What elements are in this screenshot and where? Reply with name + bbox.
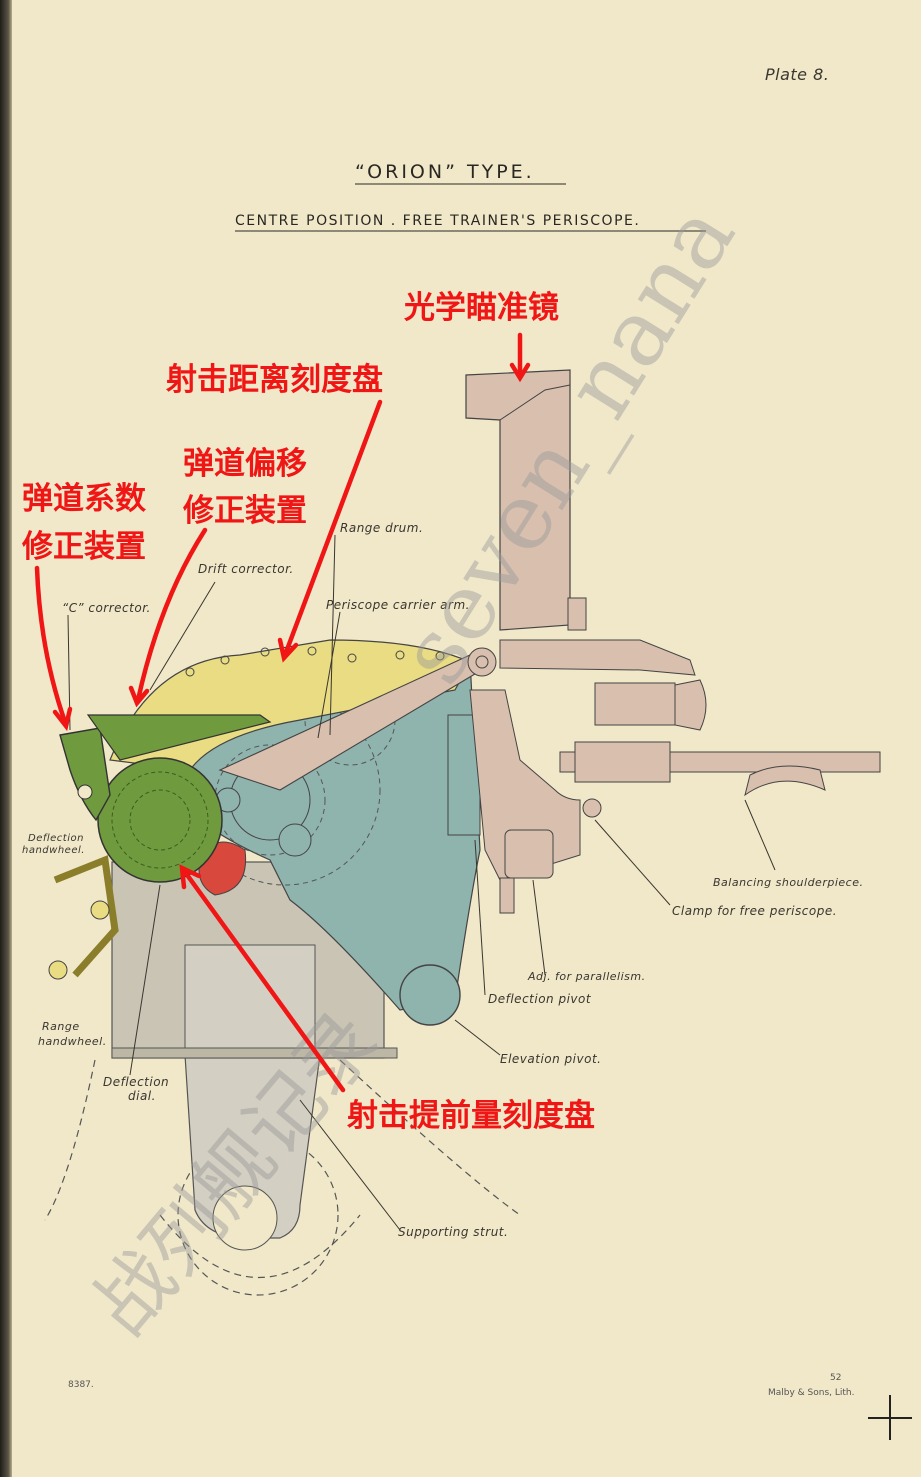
free-periscope-clamp <box>574 741 671 783</box>
label-supporting-strut: Supporting strut. <box>398 1225 508 1239</box>
footer-sheet-number: 52 <box>830 1373 841 1383</box>
annotation-lead-dial: 射击提前量刻度盘 <box>346 1098 595 1134</box>
eyepiece-cup <box>674 679 707 731</box>
deflection-bracket <box>469 689 581 881</box>
label-deflection-dial-1: Deflection <box>103 1075 169 1089</box>
drift-corrector-lever <box>86 714 272 761</box>
handwheel-spokes <box>53 855 119 978</box>
annotation-drift-device-1: 弹道偏移 <box>183 446 307 482</box>
plate-title: “ORION” TYPE. <box>355 161 535 183</box>
label-range-handwheel-1: Range <box>42 1020 80 1033</box>
supporting-strut <box>184 1054 321 1239</box>
label-adj-parallelism: Adj. for parallelism. <box>527 970 646 983</box>
parallelism-housing <box>504 829 554 879</box>
carrier-arm-hinge-pin <box>475 655 489 669</box>
label-deflection-handwheel-2: handwheel. <box>22 845 85 856</box>
leader-lines <box>67 534 776 1231</box>
periscope-collar <box>567 597 587 631</box>
eyepiece-body <box>594 682 676 726</box>
elevation-pivot-boss <box>399 964 461 1026</box>
label-deflection-dial-2: dial. <box>128 1089 156 1103</box>
annotation-arrows <box>34 332 531 1093</box>
plate-number: Plate 8. <box>765 65 829 84</box>
label-periscope-carrier-arm: Periscope carrier arm. <box>326 598 470 612</box>
label-deflection-handwheel-1: Deflection <box>28 833 84 844</box>
plate-subtitle: CENTRE POSITION . FREE TRAINER'S PERISCO… <box>235 213 640 229</box>
footer-printer: Malby & Sons, Lith. <box>768 1388 855 1398</box>
periscope-head-edge <box>499 384 571 421</box>
c-corrector-pivot <box>77 784 93 800</box>
annotation-range-dial: 射击距离刻度盘 <box>165 362 383 398</box>
label-clamp-free-periscope: Clamp for free periscope. <box>672 904 837 918</box>
range-drum-bolts <box>185 646 445 677</box>
label-range-drum: Range drum. <box>340 521 423 535</box>
label-balancing-shoulderpiece: Balancing shoulderpiece. <box>713 876 863 889</box>
periscope-tube <box>465 369 571 631</box>
label-deflection-pivot: Deflection pivot <box>488 992 592 1006</box>
strut-bore <box>212 1185 278 1251</box>
upper-clamp-bar <box>499 639 696 676</box>
annotation-optical-sight: 光学瞄准镜 <box>404 290 559 326</box>
pedestal-base <box>111 1047 398 1059</box>
annotation-c-device-1: 弹道系数 <box>22 481 146 517</box>
label-c-corrector: “C” corrector. <box>62 601 151 615</box>
range-handwheel <box>48 960 68 980</box>
label-range-handwheel-2: handwheel. <box>38 1035 107 1048</box>
annotation-c-device-2: 修正装置 <box>21 529 146 565</box>
annotation-drift-device-2: 修正装置 <box>182 493 307 529</box>
label-elevation-pivot: Elevation pivot. <box>500 1052 601 1066</box>
c-corrector-arm <box>59 727 111 822</box>
deflection-dial-disc <box>97 757 223 883</box>
carrier-arm-hinge <box>467 647 497 677</box>
deflection-dial-graduations <box>111 771 209 869</box>
clamp-knob <box>582 798 602 818</box>
deflection-handwheel <box>90 900 110 920</box>
label-drift-corrector: Drift corrector. <box>198 562 294 576</box>
book-binding <box>0 0 12 1477</box>
footer-plate-code: 8387. <box>68 1380 94 1390</box>
balancing-shoulderpiece <box>744 765 826 797</box>
parallelism-screw <box>499 877 515 914</box>
